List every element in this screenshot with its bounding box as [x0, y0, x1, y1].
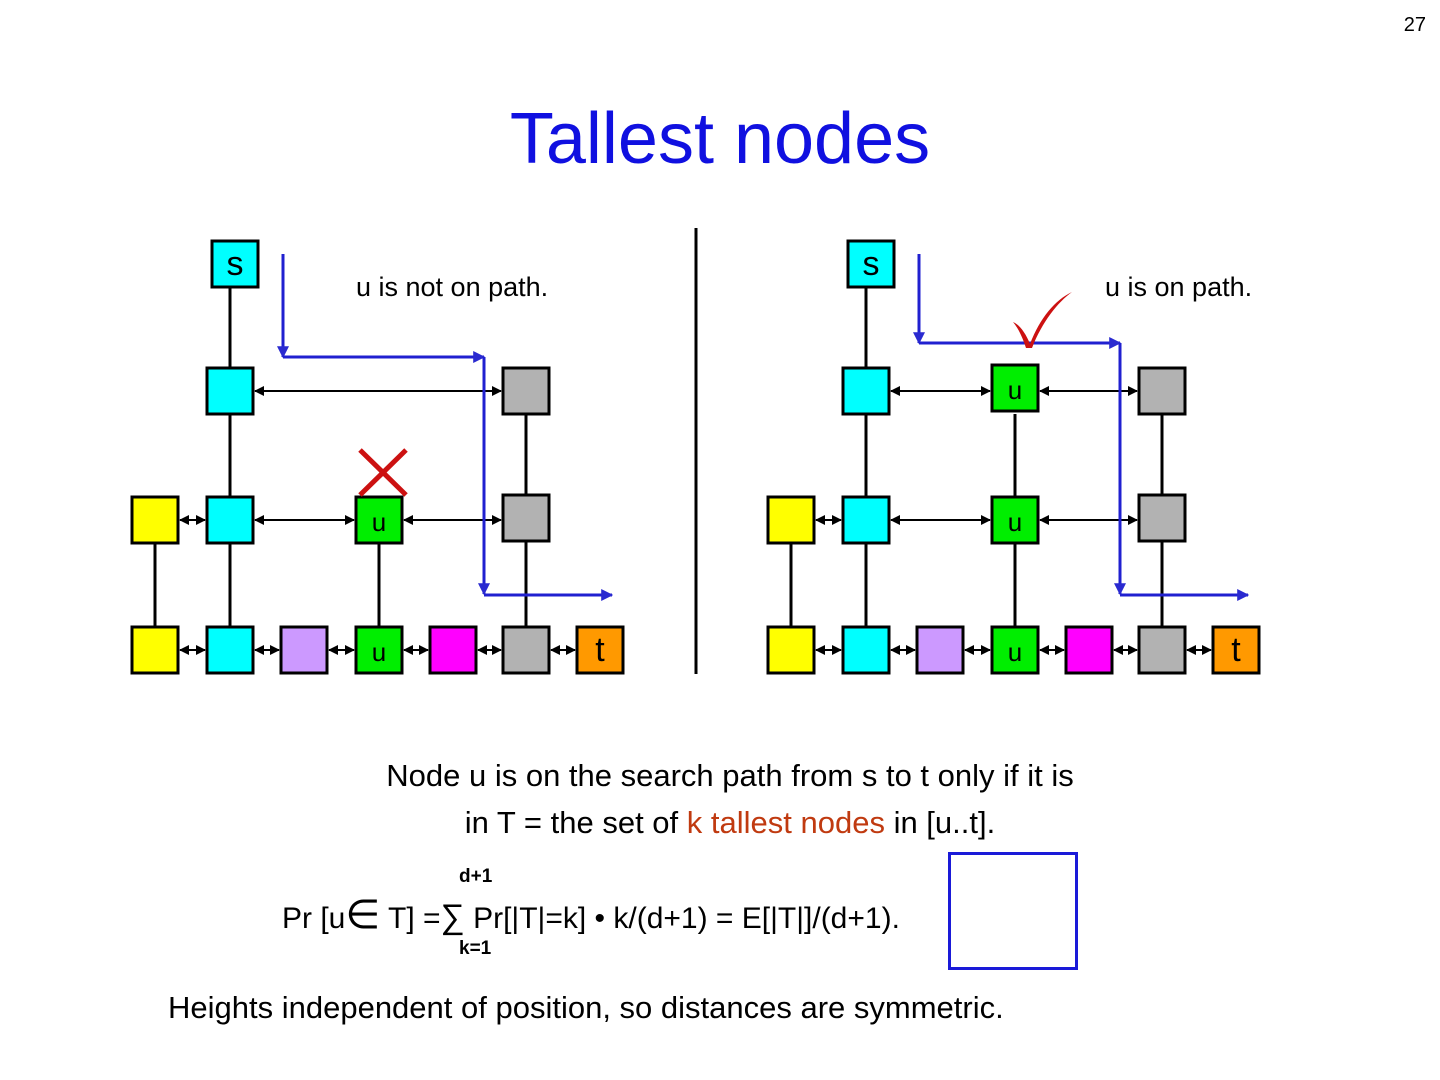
highlighted-term: k tallest nodes [686, 805, 885, 840]
node-mid-1 [841, 495, 891, 545]
highlight-box [948, 852, 1078, 970]
node-bottom-6-label: t [1231, 631, 1241, 669]
explanation-paragraph: Node u is on the search path from s to t… [0, 752, 1440, 846]
node-s-label: s [227, 245, 244, 283]
node-bottom-4 [1064, 625, 1114, 675]
right-panel: u t u u s [766, 239, 1261, 675]
cross-icon-stroke [358, 448, 408, 497]
node-u-mid-label: u [1008, 507, 1022, 537]
sum-upper-limit: d+1 [459, 866, 493, 887]
node-top-1 [205, 366, 255, 416]
left-caption: u is not on path. [356, 272, 549, 302]
node-top-5 [1137, 366, 1187, 416]
checkmark-icon [1013, 292, 1072, 348]
node-bottom-3-label: u [372, 637, 386, 667]
node-mid-5 [1137, 493, 1187, 543]
node-u-mid-label: u [372, 507, 386, 537]
node-s [846, 239, 896, 289]
line2-pre: in T = the set of [464, 805, 687, 840]
node-mid-1 [205, 495, 255, 545]
node-mid-0 [766, 495, 816, 545]
footer-note: Heights independent of position, so dist… [168, 990, 1004, 1025]
node-bottom-2 [279, 625, 329, 675]
formula-post: Pr[|T|=k] • k/(d+1) = E[|T|]/(d+1). [464, 902, 900, 935]
explanation-line-2: in T = the set of k tallest nodes in [u.… [0, 799, 1440, 846]
node-mid-0 [130, 495, 180, 545]
formula-mid: T] = [380, 902, 441, 935]
node-top-1 [841, 366, 891, 416]
line2-post: in [u..t]. [884, 805, 996, 840]
formula-pre: Pr [u [282, 902, 346, 935]
node-bottom-2 [915, 625, 965, 675]
node-bottom-0 [766, 625, 816, 675]
left-panel: u t u s [130, 239, 625, 675]
slide-title: Tallest nodes [509, 99, 931, 179]
node-s [210, 239, 260, 289]
node-s-label: s [863, 245, 880, 283]
node-bottom-3 [990, 625, 1040, 675]
node-top-5 [501, 366, 551, 416]
node-bottom-1 [205, 625, 255, 675]
node-bottom-5 [1137, 625, 1187, 675]
node-u-top-label: u [1008, 375, 1022, 405]
node-u-mid [990, 495, 1040, 545]
slide-number: 27 [1403, 14, 1426, 36]
sum-lower-limit: k=1 [459, 938, 492, 959]
node-bottom-6 [575, 625, 625, 675]
explanation-line-1: Node u is on the search path from s to t… [386, 758, 1074, 793]
node-bottom-6 [1211, 625, 1261, 675]
node-u-top [990, 363, 1040, 413]
probability-formula: Pr [u∈ T] =∑ Pr[|T|=k] • k/(d+1) = E[|T|… [282, 892, 900, 938]
sum-symbol: ∑ [440, 898, 465, 936]
node-bottom-4 [428, 625, 478, 675]
node-mid-5 [501, 493, 551, 543]
node-bottom-1 [841, 625, 891, 675]
node-bottom-3 [354, 625, 404, 675]
node-bottom-3-label: u [1008, 637, 1022, 667]
node-bottom-5 [501, 625, 551, 675]
node-bottom-0 [130, 625, 180, 675]
skip-list-diagram: u t u s u t u u s [130, 228, 1261, 675]
node-bottom-6-label: t [595, 631, 605, 669]
element-of-symbol: ∈ [345, 893, 381, 937]
node-u-mid [354, 495, 404, 545]
right-caption: u is on path. [1105, 272, 1253, 302]
